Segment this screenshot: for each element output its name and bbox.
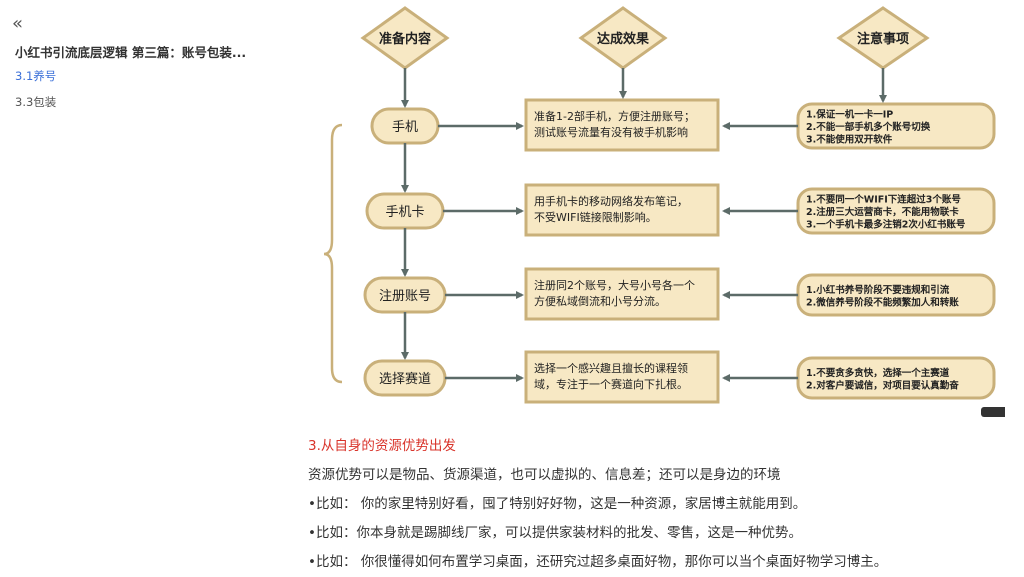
bullet-item-2: •比如：你本身就是踢脚线厂家，可以提供家装材料的批发、零售，这是一种优势。 (308, 525, 802, 541)
effect-text: 域，专注于一个赛道向下扎根。 (534, 377, 688, 391)
notes-text: 3.一个手机卡最多注销2次小红书账号 (806, 219, 966, 231)
toc-item-3-1[interactable]: 3.1养号 (15, 69, 57, 83)
step-label: 手机 (392, 120, 418, 135)
notes-text: 3.不能使用双开软件 (806, 134, 893, 146)
effect-text: 选择一个感兴趣且擅长的课程领 (534, 361, 688, 375)
toc-sidebar: « 小红书引流底层逻辑 第三篇：账号包装... 3.1养号 3.3包装 (0, 0, 290, 575)
effect-box (524, 98, 720, 152)
section-heading: 3.从自身的资源优势出发 (308, 438, 456, 454)
header-label: 注意事项 (857, 31, 909, 47)
toc-item-3-3[interactable]: 3.3包装 (15, 95, 57, 109)
notes-text: 2.对客户要诚信，对项目要认真勤奋 (806, 379, 959, 391)
scrollbar-thumb[interactable] (981, 407, 1005, 417)
effect-text: 准备1-2部手机，方便注册账号； (534, 109, 695, 123)
effect-box (524, 350, 720, 404)
effect-text: 注册同2个账号，大号小号各一个 (534, 278, 695, 292)
effect-text: 测试账号流量有没有被手机影响 (534, 125, 688, 139)
bracket (323, 123, 343, 384)
header-label: 达成效果 (597, 31, 649, 47)
effect-box (524, 183, 720, 237)
notes-text: 1.小红书养号阶段不要违规和引流 (806, 284, 950, 296)
header-label: 准备内容 (379, 31, 431, 47)
collapse-icon[interactable]: « (12, 13, 24, 34)
flowchart-image: 准备内容 达成效果 注意事项手机 准备1-2部手机，方便注册账号； 测试账号流量有没有被… (300, 0, 1005, 412)
step-label: 选择赛道 (379, 371, 431, 387)
notes-text: 1.保证一机一卡一IP (806, 109, 893, 121)
step-label: 注册账号 (379, 289, 431, 304)
notes-text: 2.注册三大运营商卡，不能用物联卡 (806, 206, 959, 218)
toc-title[interactable]: 小红书引流底层逻辑 第三篇：账号包装... (15, 45, 247, 60)
notes-text: 1.不要同一个WIFI下连超过3个账号 (806, 194, 961, 206)
effect-text: 用手机卡的移动网络发布笔记， (534, 194, 688, 208)
effect-text: 不受WIFI链接限制影响。 (534, 210, 657, 224)
notes-text: 1.不要贪多贪快，选择一个主赛道 (806, 367, 950, 379)
effect-box (524, 267, 720, 321)
notes-text: 2.微信养号阶段不能频繁加人和转账 (806, 296, 959, 308)
intro-paragraph: 资源优势可以是物品、货源渠道，也可以虚拟的、信息差；还可以是身边的环境 (308, 467, 781, 483)
step-label: 手机卡 (385, 205, 424, 220)
notes-text: 2.不能一部手机多个账号切换 (806, 121, 931, 133)
article-content: 3.从自身的资源优势出发 资源优势可以是物品、货源渠道，也可以虚拟的、信息差；还… (308, 432, 1008, 577)
effect-text: 方便私域倒流和小号分流。 (534, 294, 666, 308)
bullet-item-1: •比如： 你的家里特别好看，囤了特别好好物，这是一种资源，家居博主就能用到。 (308, 496, 807, 512)
bullet-item-3: •比如： 你很懂得如何布置学习桌面，还研究过超多桌面好物，那你可以当个桌面好物学… (308, 554, 888, 570)
